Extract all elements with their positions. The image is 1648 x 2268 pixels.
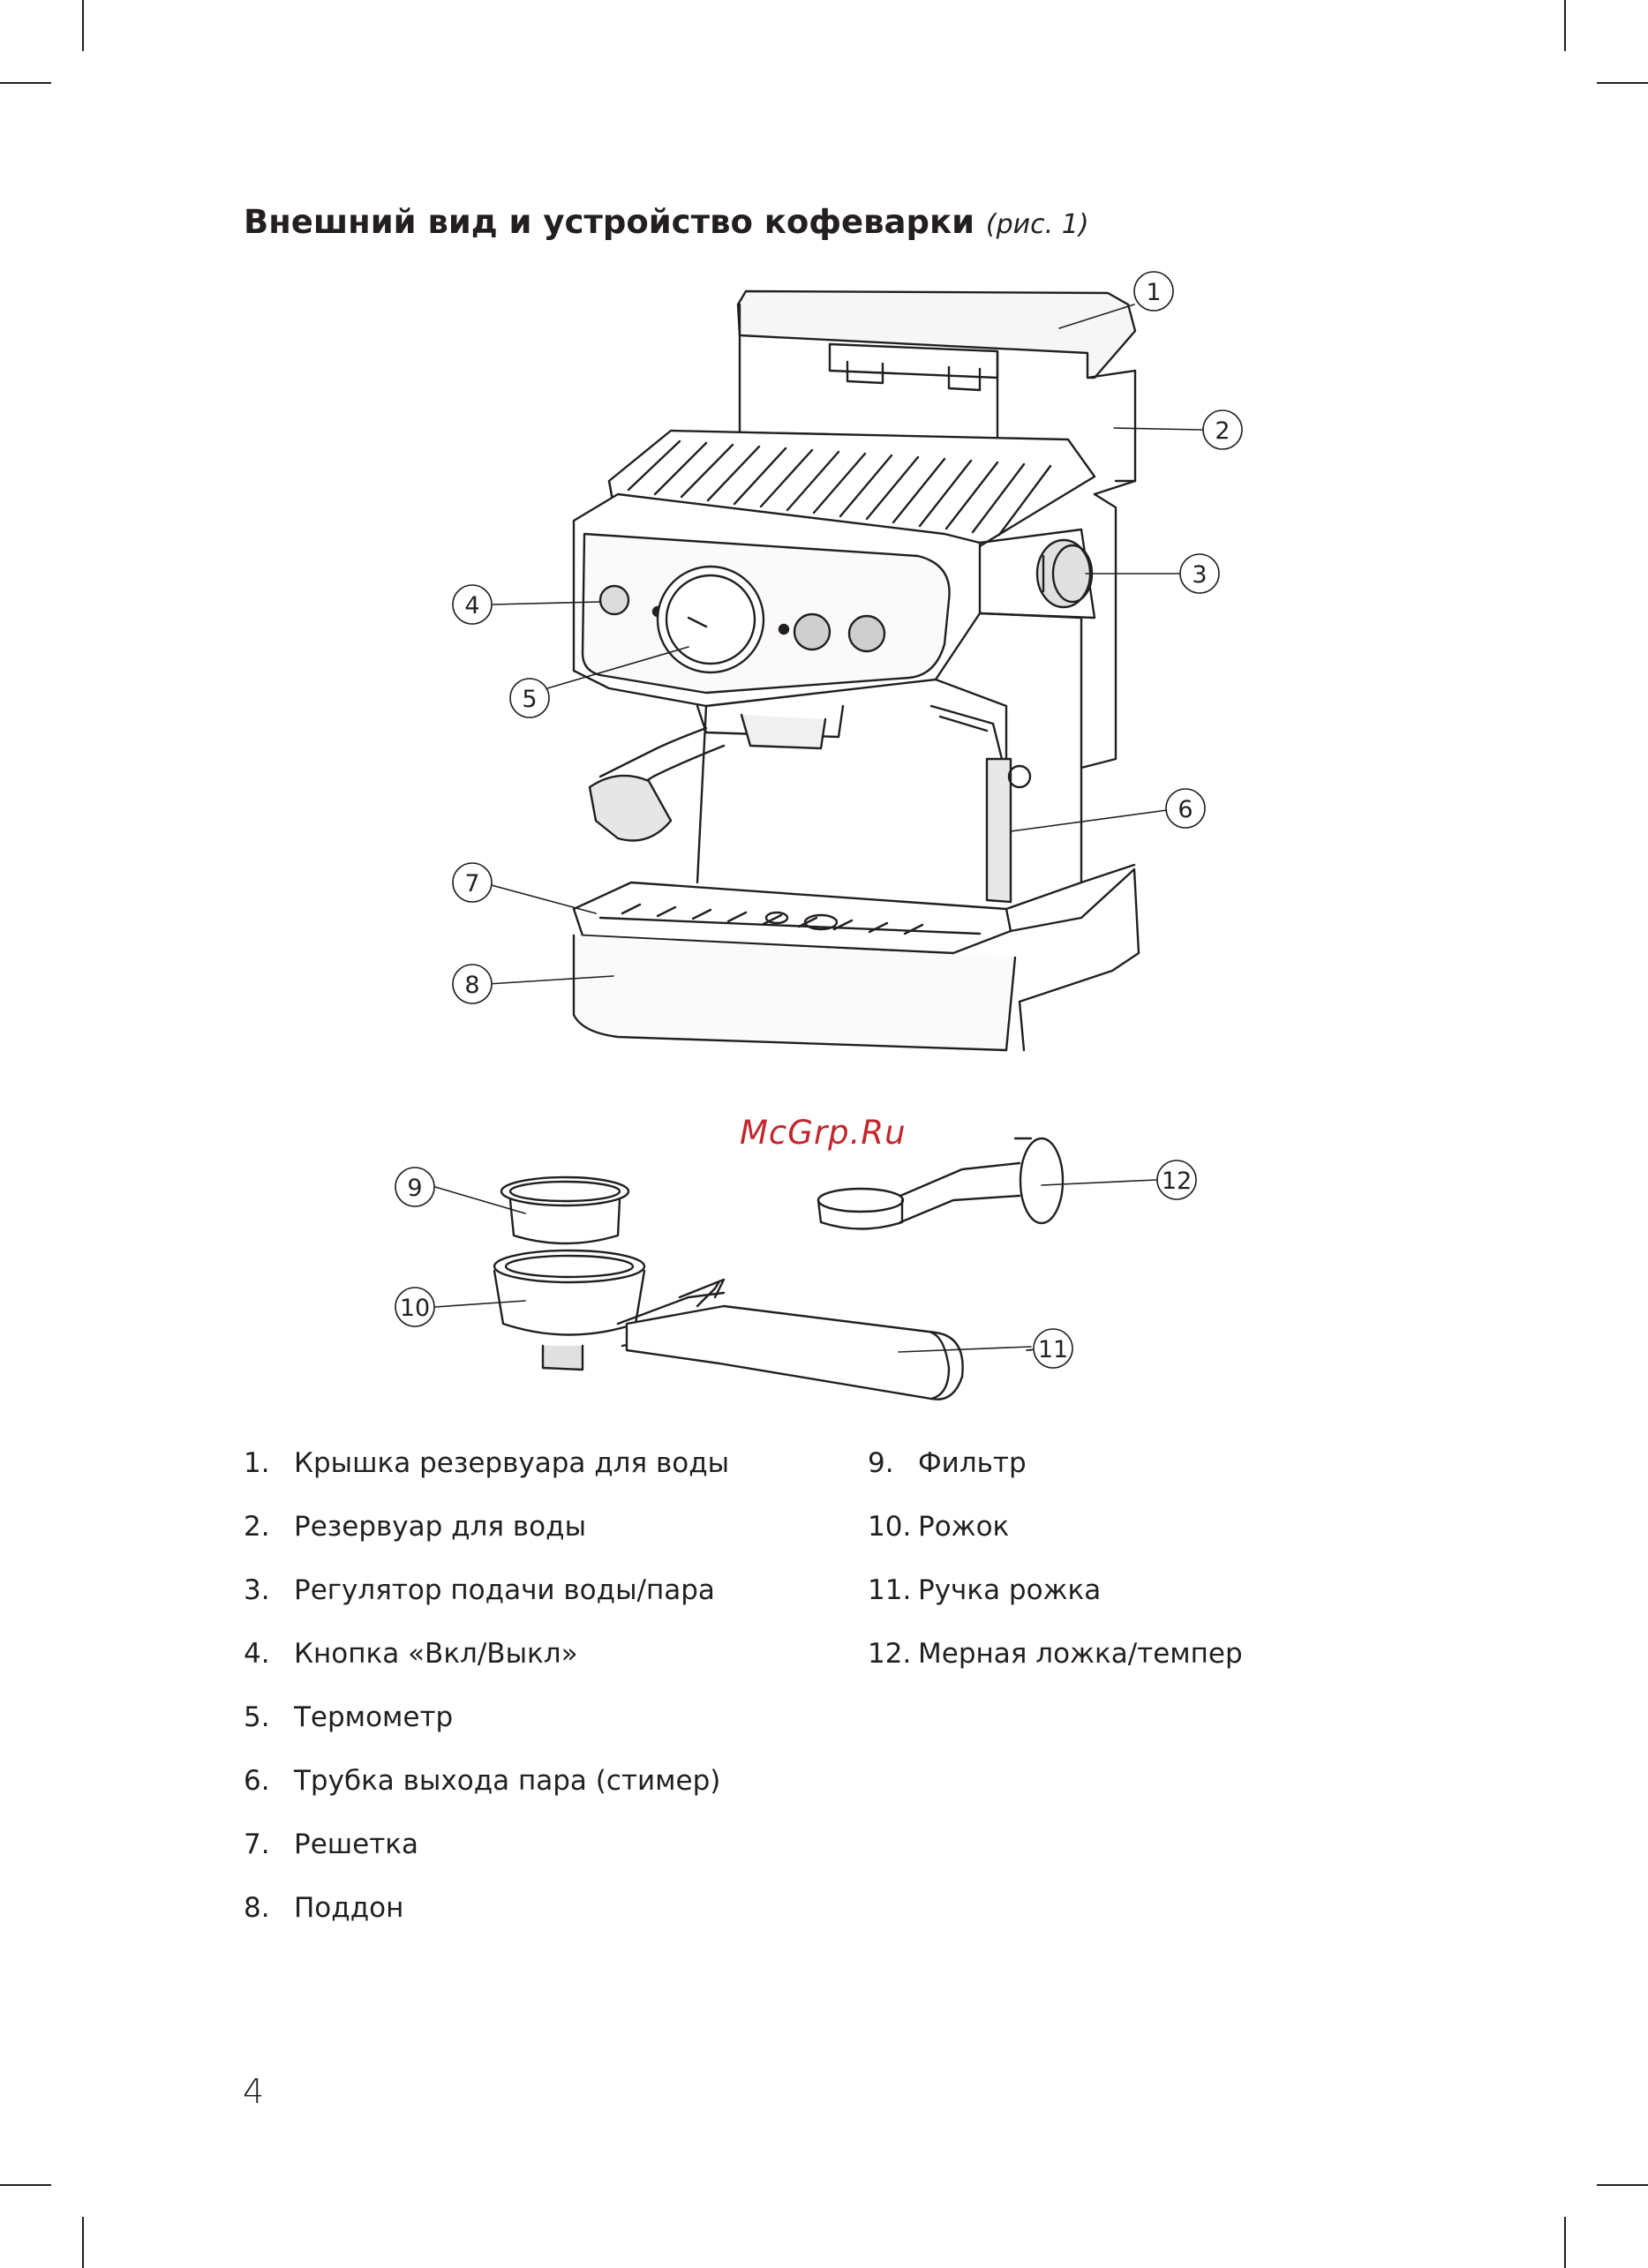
crop-mark — [82, 0, 84, 51]
callout-6: 6 — [1178, 796, 1193, 823]
item-label: Резервуар для воды — [294, 1511, 587, 1543]
filter-basket — [500, 1175, 630, 1245]
item-number: 4. — [244, 1638, 270, 1670]
coffee-machine-diagram: 1 2 3 4 5 6 7 8 9 10 11 12 — [395, 271, 1243, 1401]
item-number: 10. — [868, 1511, 912, 1543]
page-number: 4 — [243, 2072, 265, 2111]
coffee-button-icon — [793, 612, 832, 651]
crop-mark — [1597, 2184, 1648, 2186]
callout-12: 12 — [1162, 1168, 1192, 1195]
figure-reference: (рис. 1) — [985, 209, 1089, 240]
callout-3: 3 — [1192, 561, 1207, 589]
item-label: Поддон — [294, 1892, 404, 1924]
item-number: 9. — [868, 1447, 894, 1479]
item-label: Фильтр — [918, 1447, 1027, 1479]
callout-circles — [395, 271, 1243, 1369]
crop-mark — [1564, 0, 1566, 51]
item-label: Трубка выхода пара (стимер) — [294, 1765, 721, 1797]
crop-mark — [1564, 2217, 1566, 2268]
item-label: Крышка резервуара для воды — [294, 1447, 730, 1479]
callout-1: 1 — [1146, 279, 1161, 306]
callout-7: 7 — [464, 870, 479, 897]
item-label: Решетка — [294, 1829, 418, 1860]
item-label: Регулятор подачи воды/пара — [294, 1574, 715, 1606]
crop-mark — [82, 2217, 84, 2268]
callout-10: 10 — [400, 1295, 430, 1322]
section-heading: Внешний вид и устройство кофеварки (рис.… — [244, 203, 1089, 241]
item-number: 8. — [244, 1892, 270, 1924]
thermometer-icon — [656, 565, 765, 674]
heading-title: Внешний вид и устройство кофеварки — [244, 203, 975, 241]
steam-button-icon — [847, 614, 886, 653]
item-number: 2. — [244, 1511, 270, 1543]
item-label: Кнопка «Вкл/Выкл» — [294, 1638, 578, 1670]
crop-mark — [0, 2184, 51, 2186]
portafilter — [493, 1249, 726, 1371]
steam-wand — [929, 704, 1032, 904]
item-number: 5. — [244, 1701, 270, 1733]
item-label: Ручка рожка — [918, 1574, 1102, 1606]
watermark: McGrp.Ru — [740, 1114, 907, 1152]
callout-11: 11 — [1038, 1336, 1068, 1363]
group-head — [588, 704, 845, 842]
drip-tray — [572, 863, 1140, 1052]
indicator-dot — [778, 623, 790, 635]
callout-2: 2 — [1215, 417, 1230, 445]
item-number: 7. — [244, 1829, 270, 1860]
callout-8: 8 — [464, 972, 479, 999]
crop-mark — [1597, 82, 1648, 84]
item-number: 12. — [868, 1638, 912, 1670]
callout-leaders — [434, 304, 1203, 1353]
item-label: Рожок — [918, 1511, 1010, 1543]
steam-knob-icon — [1035, 538, 1094, 609]
portafilter-handle — [625, 1304, 964, 1401]
crop-mark — [0, 82, 51, 84]
measuring-spoon-tamper — [816, 1137, 1065, 1230]
item-label: Термометр — [294, 1701, 454, 1733]
item-number: 3. — [244, 1574, 270, 1606]
callout-9: 9 — [407, 1175, 422, 1202]
item-number: 6. — [244, 1765, 270, 1797]
item-number: 11. — [868, 1574, 912, 1606]
item-label: Мерная ложка/темпер — [918, 1638, 1243, 1670]
item-number: 1. — [244, 1447, 270, 1479]
power-button-icon — [598, 584, 630, 616]
callout-5: 5 — [522, 686, 537, 713]
callout-4: 4 — [464, 592, 479, 620]
tank-lid — [736, 289, 1137, 392]
